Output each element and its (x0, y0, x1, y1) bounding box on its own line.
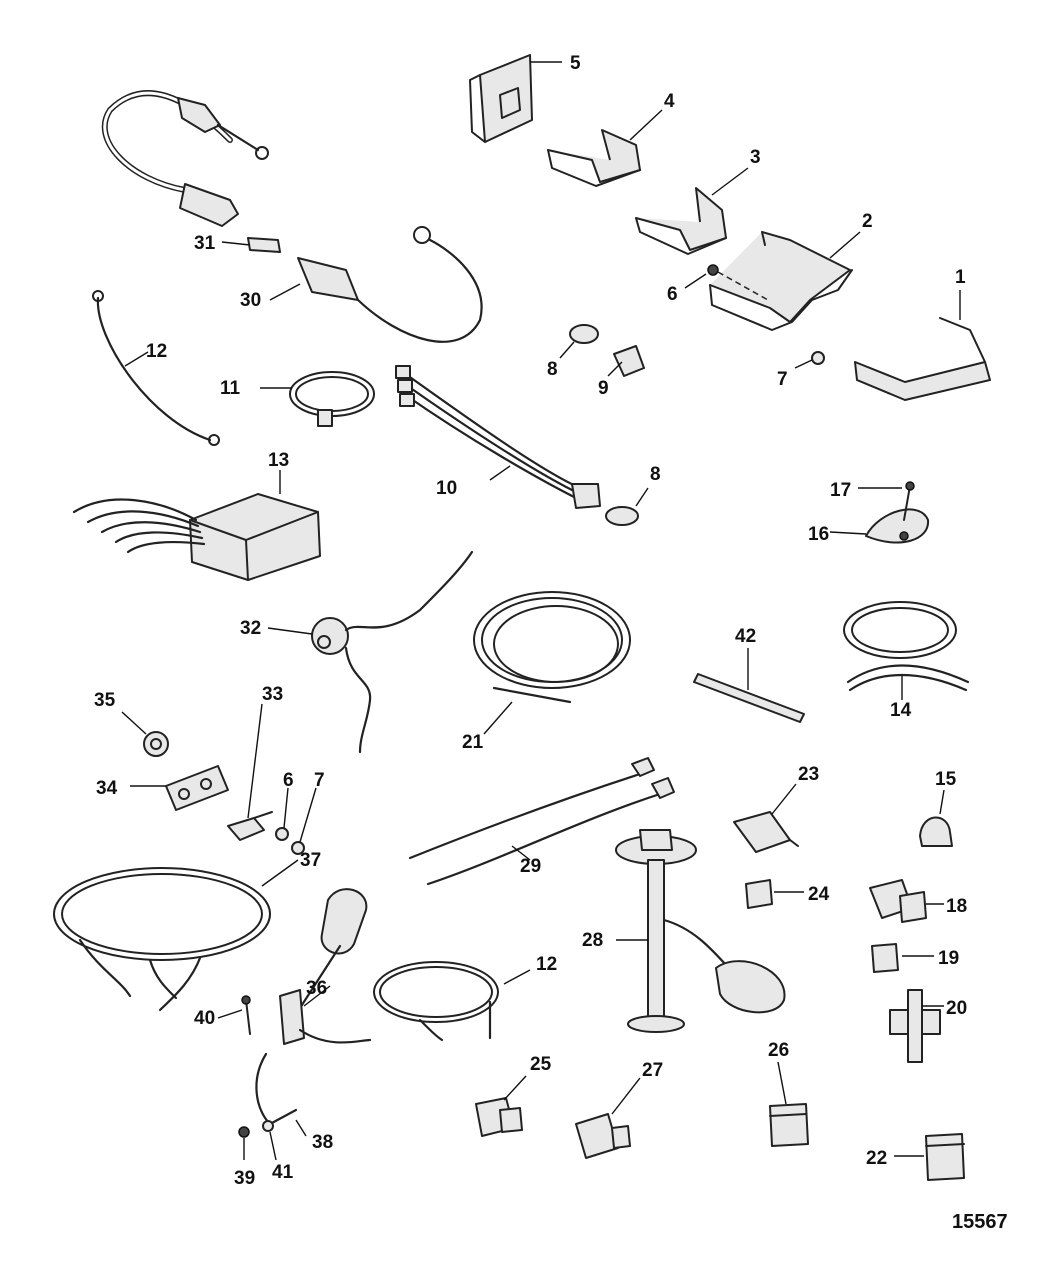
callout-20: 20 (946, 998, 967, 1019)
callout-10: 10 (436, 478, 457, 499)
part-1-bracket (854, 290, 991, 401)
callout-42: 42 (735, 626, 756, 647)
callout-12a: 12 (146, 341, 167, 362)
callout-19: 19 (938, 948, 959, 969)
part-12-ground-wire-coil (373, 961, 531, 1042)
part-29-lead (408, 757, 675, 886)
callout-9: 9 (598, 378, 609, 399)
callout-32: 32 (240, 618, 261, 639)
part-6-nut-lower (275, 787, 289, 841)
part-34-plate (130, 765, 229, 811)
part-15-clamp (919, 789, 953, 847)
part-7-nut (794, 351, 825, 369)
figure-number: 15567 (952, 1211, 1008, 1233)
callout-3: 3 (750, 147, 761, 168)
callout-18: 18 (946, 896, 967, 917)
callout-11: 11 (220, 378, 241, 399)
part-27-block (575, 1077, 641, 1159)
callout-31: 31 (194, 233, 216, 254)
callout-13: 13 (268, 450, 289, 471)
part-41-washer (262, 1120, 277, 1161)
callout-25: 25 (530, 1054, 552, 1075)
callout-35: 35 (94, 690, 116, 711)
part-12-ground-wire (92, 290, 220, 446)
callout-24: 24 (808, 884, 830, 905)
part-18-elbow (869, 879, 944, 923)
callout-29: 29 (520, 856, 541, 877)
callout-15: 15 (935, 769, 957, 790)
callout-1: 1 (955, 267, 966, 288)
part-24-fitting (745, 879, 804, 909)
callout-40: 40 (194, 1008, 215, 1029)
callout-7b: 7 (314, 770, 325, 791)
callout-6b: 6 (283, 770, 294, 791)
callouts: 1 2 3 4 5 6 7 8 9 8 10 11 12 13 30 31 17… (94, 53, 1008, 1233)
callout-4: 4 (664, 91, 675, 112)
part-14-hose (843, 601, 970, 700)
part-11-strap (260, 371, 375, 427)
part-39-screw (238, 1126, 250, 1160)
callout-16: 16 (808, 524, 829, 545)
part-28-fuel-sender (615, 829, 786, 1033)
part-36-float-switch (279, 888, 372, 1045)
part-30-fuse-holder-harness (101, 90, 483, 343)
part-37-harness (53, 859, 299, 1012)
part-7-nut-lower (291, 787, 317, 855)
callout-22: 22 (866, 1148, 887, 1169)
callout-12b: 12 (536, 954, 557, 975)
callout-39: 39 (234, 1168, 255, 1189)
callout-8a: 8 (547, 359, 558, 380)
part-16-cover (829, 508, 930, 544)
callout-26: 26 (768, 1040, 789, 1061)
callout-7a: 7 (777, 369, 788, 390)
callout-36: 36 (306, 978, 327, 999)
callout-41: 41 (272, 1162, 294, 1183)
part-35-grommet (121, 711, 169, 757)
part-40-screw (217, 995, 251, 1035)
part-8-bulb (559, 324, 599, 359)
part-26-fitting (769, 1061, 809, 1147)
part-25-elbow (475, 1075, 527, 1137)
part-42-cable-tie (693, 648, 805, 723)
callout-38: 38 (312, 1132, 333, 1153)
part-4-bracket (547, 109, 663, 187)
part-5-bracket (469, 54, 562, 143)
callout-33: 33 (262, 684, 283, 705)
part-6-nut (684, 264, 769, 301)
callout-30: 30 (240, 290, 261, 311)
part-13-module (72, 470, 321, 581)
callout-6a: 6 (667, 284, 678, 305)
callout-17: 17 (830, 480, 851, 501)
callout-14: 14 (890, 700, 912, 721)
part-20-tee (889, 989, 944, 1063)
part-32-sender (267, 550, 474, 754)
callout-21: 21 (462, 732, 484, 753)
part-23-fitting (733, 783, 799, 853)
part-2-bracket (709, 231, 861, 331)
part-21-hose-coil (473, 591, 631, 735)
callout-2: 2 (862, 211, 873, 232)
part-9-socket (607, 345, 645, 377)
callout-8b: 8 (650, 464, 661, 485)
callout-5: 5 (570, 53, 581, 74)
callout-34: 34 (96, 778, 118, 799)
part-22-fitting (894, 1133, 965, 1181)
part-10-harness (395, 365, 649, 526)
part-33-sensor (227, 703, 273, 841)
callout-28: 28 (582, 930, 603, 951)
part-38-wire (255, 1052, 307, 1137)
callout-23: 23 (798, 764, 819, 785)
part-17-screw (858, 481, 915, 521)
callout-37: 37 (300, 850, 321, 871)
part-3-bracket (635, 167, 749, 255)
callout-27: 27 (642, 1060, 663, 1081)
part-19-fitting (871, 943, 934, 973)
